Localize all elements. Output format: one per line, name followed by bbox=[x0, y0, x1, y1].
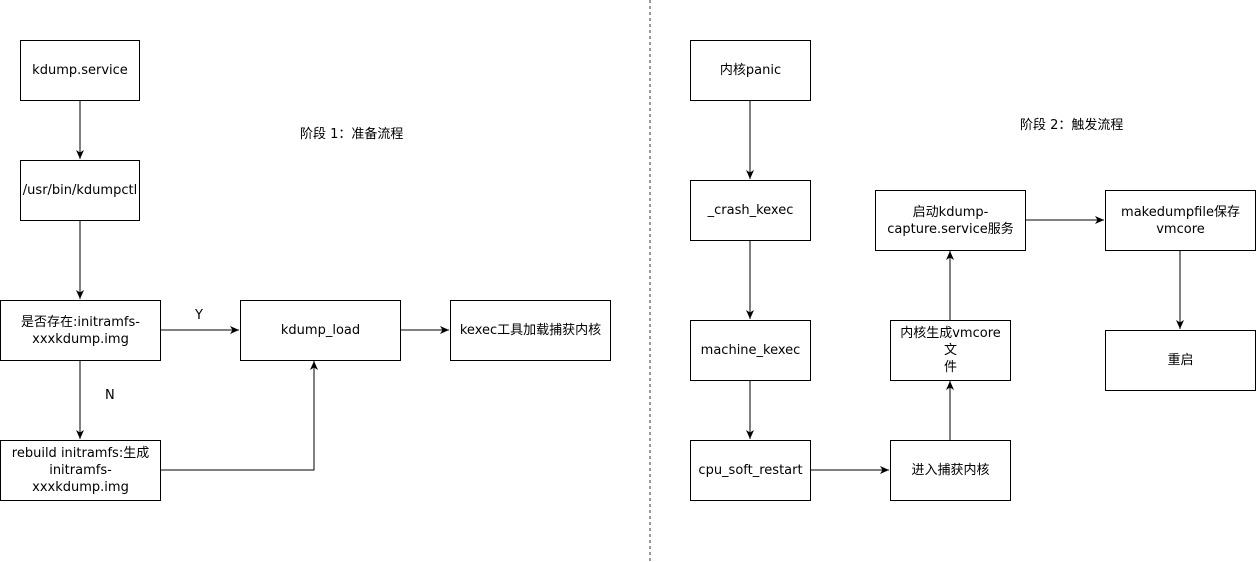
node-enter-capture-kernel: 进入捕获内核 bbox=[890, 440, 1011, 501]
node-kdump-service: kdump.service bbox=[20, 40, 140, 101]
node-cpu-soft-restart: cpu_soft_restart bbox=[690, 440, 811, 501]
node-kernel-panic: 内核panic bbox=[690, 40, 811, 101]
node-reboot: 重启 bbox=[1105, 330, 1256, 391]
node-generate-vmcore: 内核生成vmcore文 件 bbox=[890, 320, 1011, 381]
edge-label-no: N bbox=[105, 388, 115, 403]
node-kdump-load: kdump_load bbox=[240, 300, 401, 361]
node-rebuild-initramfs: rebuild initramfs:生成 initramfs-xxxkdump.… bbox=[0, 440, 161, 501]
node-start-capture-service: 启动kdump- capture.service服务 bbox=[875, 190, 1026, 251]
edge-rebuild-to-kdump-load bbox=[160, 361, 318, 471]
node-kdumpctl: /usr/bin/kdumpctl bbox=[20, 160, 140, 221]
node-check-initramfs: 是否存在:initramfs- xxxkdump.img bbox=[0, 300, 161, 361]
edge-label-yes: Y bbox=[195, 308, 203, 323]
node-crash-kexec: _crash_kexec bbox=[690, 180, 811, 241]
node-machine-kexec: machine_kexec bbox=[690, 320, 811, 381]
stage2-title: 阶段 2：触发流程 bbox=[1020, 118, 1124, 133]
node-makedumpfile: makedumpfile保存 vmcore bbox=[1105, 190, 1256, 251]
node-kexec-load-capture: kexec工具加载捕获内核 bbox=[450, 300, 611, 361]
stage1-title: 阶段 1：准备流程 bbox=[300, 127, 404, 142]
